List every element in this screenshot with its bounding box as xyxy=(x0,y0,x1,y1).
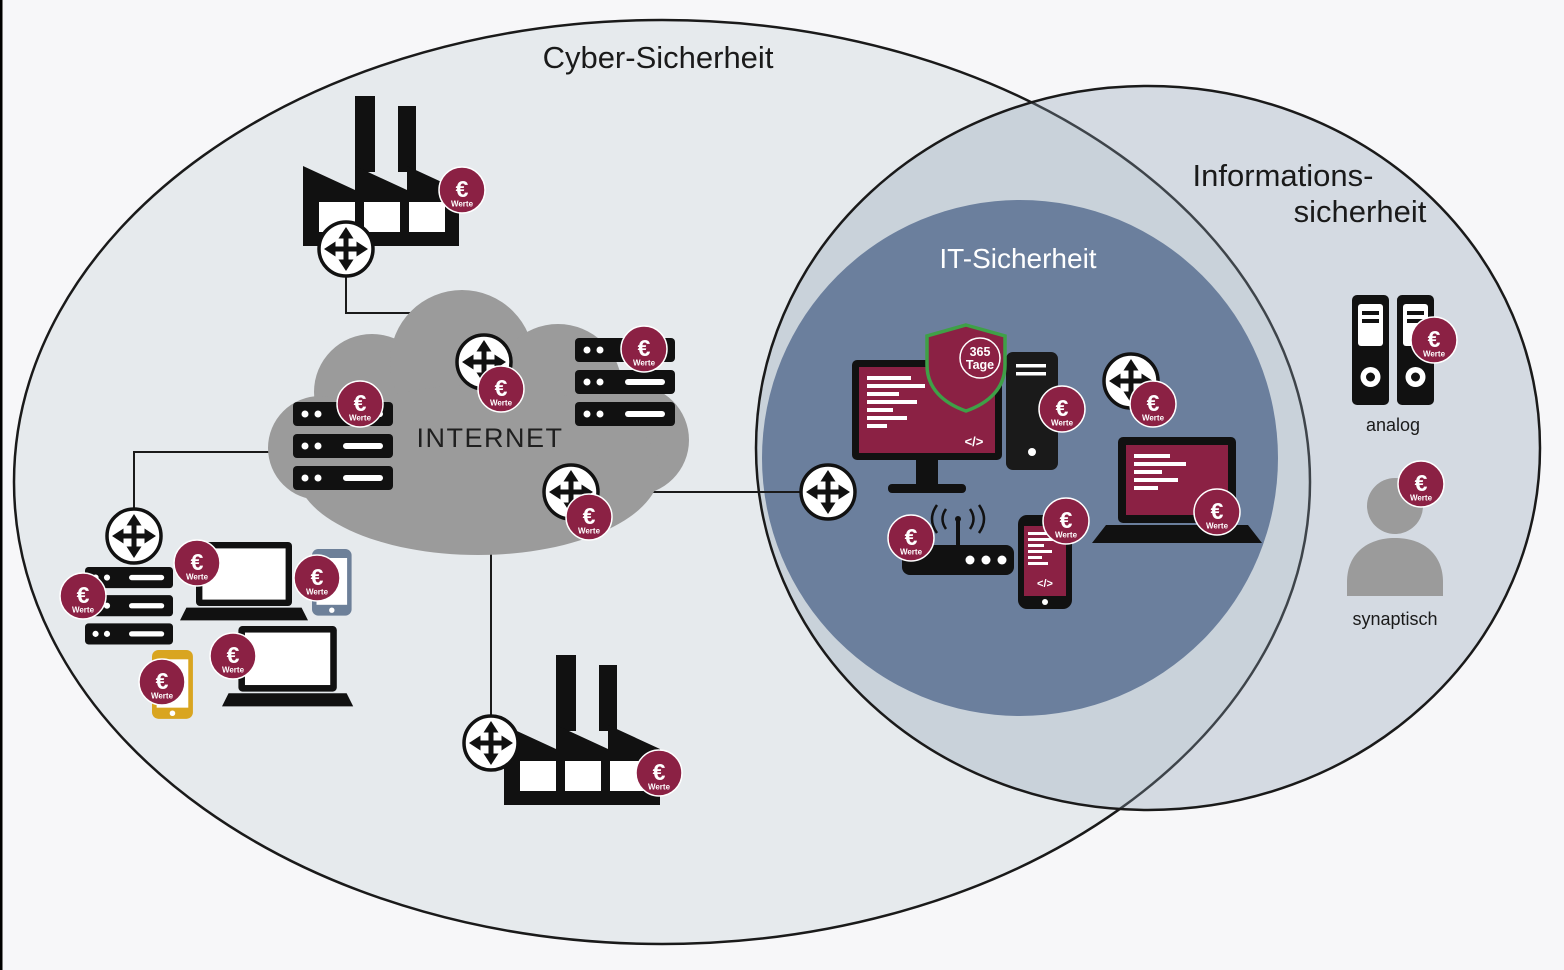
euro-werte-badge xyxy=(1129,380,1177,428)
router-icon-left xyxy=(105,507,163,565)
laptop-code-icon: </> xyxy=(1092,437,1262,543)
code-glyph: </> xyxy=(1037,578,1053,590)
euro-werte-badge xyxy=(59,572,107,620)
label-synaptisch: synaptisch xyxy=(1352,609,1437,629)
shield-tage-label: Tage xyxy=(966,358,994,372)
euro-werte-badge xyxy=(887,514,935,562)
euro-werte-badge xyxy=(209,632,257,680)
euro-werte-badge xyxy=(1410,316,1458,364)
euro-werte-badge xyxy=(173,539,221,587)
desktop-tower-icon xyxy=(1006,352,1058,470)
euro-werte-badge xyxy=(293,554,341,602)
euro-werte-badge xyxy=(1042,497,1090,545)
euro-werte-badge xyxy=(336,380,384,428)
wifi-router-icon xyxy=(902,504,1014,575)
shield-365-label: 365 xyxy=(970,345,991,359)
label-informations-line2: sicherheit xyxy=(1294,194,1427,229)
label-analog: analog xyxy=(1366,415,1420,435)
router-icon-it-edge xyxy=(799,463,857,521)
label-cyber-sicherheit: Cyber-Sicherheit xyxy=(543,40,774,75)
frame-edge-line xyxy=(0,0,3,970)
label-internet: INTERNET xyxy=(417,423,564,453)
label-informations-line1: Informations- xyxy=(1193,158,1374,193)
router-icon-factory-top xyxy=(317,220,375,278)
euro-werte-badge xyxy=(1193,488,1241,536)
monitor-code-icon: </> xyxy=(852,360,1002,493)
euro-werte-badge xyxy=(620,325,668,373)
label-it-sicherheit: IT-Sicherheit xyxy=(939,243,1096,274)
euro-werte-badge xyxy=(565,493,613,541)
euro-werte-badge xyxy=(635,749,683,797)
euro-werte-badge xyxy=(477,365,525,413)
router-icon-factory-bottom xyxy=(462,714,520,772)
connection-line-factory-cloud xyxy=(345,274,420,314)
code-glyph: </> xyxy=(965,434,984,449)
euro-werte-badge xyxy=(438,166,486,214)
euro-werte-badge xyxy=(1038,385,1086,433)
connection-line-server-router xyxy=(133,451,293,509)
euro-werte-badge xyxy=(138,658,186,706)
euro-werte-badge xyxy=(1397,460,1445,508)
shield-365-icon: 365 Tage xyxy=(925,323,1007,413)
